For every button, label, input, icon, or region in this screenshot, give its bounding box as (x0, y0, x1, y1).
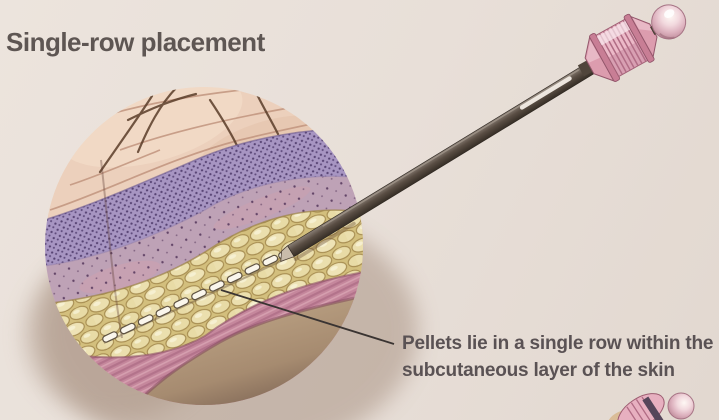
ball-shading-crescent (659, 32, 675, 39)
partial-device-ball (667, 392, 695, 420)
partial-device-grip (617, 393, 665, 420)
leader-line (220, 289, 395, 345)
trocar-shaft (280, 58, 602, 262)
pellet-caption: Pellets lie in a single row within the s… (402, 330, 719, 384)
pellet-caption-line-1: Pellets lie in a single row within the (402, 333, 714, 354)
pellet (226, 271, 243, 284)
dermis-layer (45, 175, 363, 304)
handle-cone-rear (629, 15, 658, 59)
handle-cone-front-sheen (586, 40, 600, 63)
figure-title: Single-row placement (6, 27, 265, 57)
pellet (155, 305, 172, 318)
handle-cone-rear-sheen (632, 17, 653, 31)
subcutaneous-fat-layer (45, 209, 363, 358)
shaft-shadow-on-fat (293, 221, 356, 261)
grip-lower-shading (608, 41, 648, 77)
partial-device-dark-stripe (642, 396, 665, 420)
shaft-edge-highlight (322, 69, 580, 227)
pellet (191, 288, 207, 301)
ball-highlight (664, 9, 675, 19)
pellet (262, 254, 279, 267)
pellet-caption-line-2: subcutaneous layer of the skin (402, 360, 675, 381)
papillary-dermis-layer (45, 127, 363, 266)
pellet (137, 314, 154, 326)
trocar-handle (577, 4, 687, 82)
block-fold-edge (100, 159, 123, 339)
pellet (244, 263, 261, 275)
partial-device-bottom-right (608, 392, 695, 420)
pellet (208, 280, 225, 292)
grip-top-sheen (596, 20, 631, 46)
pellet-row (102, 247, 294, 344)
shaft-specular-streak (519, 76, 572, 110)
pellet (119, 322, 136, 335)
pellet (173, 297, 190, 309)
pellet (102, 331, 118, 343)
handle-end-ball (651, 4, 687, 40)
